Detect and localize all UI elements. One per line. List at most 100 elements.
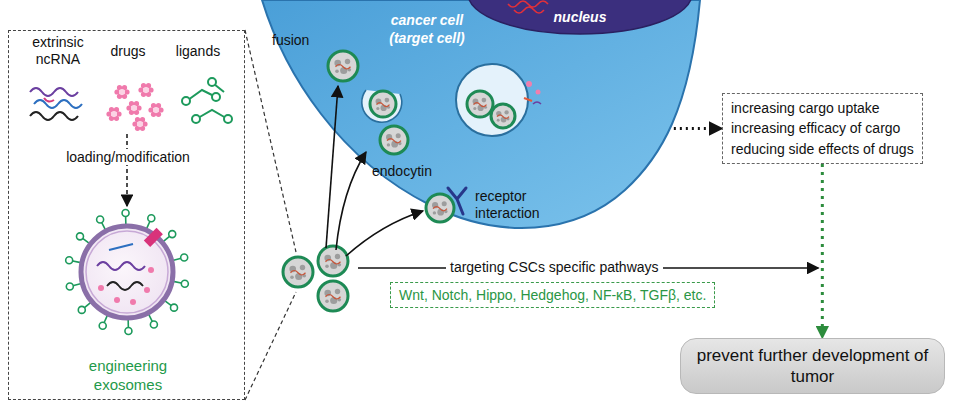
illustration-part [114, 297, 120, 303]
illustration-part [326, 295, 341, 300]
node-text: loading/modification [51, 149, 205, 165]
illustration-part [86, 231, 168, 313]
illustration-part [153, 107, 159, 113]
illustration-part [318, 246, 348, 276]
illustration-part [66, 257, 73, 264]
illustration-part [98, 285, 104, 291]
illustration-part [169, 231, 176, 238]
illustration-part [99, 322, 106, 329]
illustration-part [158, 107, 163, 112]
illustration-part [124, 89, 129, 94]
illustration-part [181, 254, 188, 261]
node-text: Wnt, Notch, Hippo, Hedgehog, NF-κB, TGFβ… [399, 287, 706, 303]
illustration-part [291, 271, 306, 276]
illustration-part [300, 265, 305, 270]
panel-box: extrinsic ncRNA drugs ligands loading/modif… [8, 30, 245, 400]
node-text: reducing side effects of drugs [731, 139, 914, 159]
illustration-part [114, 89, 119, 94]
illustration-part [30, 88, 78, 96]
node-text: prevent further development of tumor [693, 345, 933, 388]
illustration-part [148, 87, 153, 92]
illustration-part [44, 98, 54, 102]
drug-icon [106, 83, 163, 131]
illustration-part [136, 105, 141, 110]
zoom-lines [245, 30, 296, 400]
exosome-icon [318, 281, 348, 311]
outcome-box: prevent further development of tumor [680, 338, 945, 394]
illustration-part [78, 306, 85, 313]
illustration-part [283, 257, 313, 287]
callout-label: fusion [272, 32, 309, 49]
illustration-part [335, 289, 340, 294]
illustration-part [290, 275, 294, 279]
nucleus-outline [468, 0, 692, 34]
loading-arrow [126, 134, 128, 206]
illustration-part [335, 254, 340, 259]
illustration-part [245, 292, 296, 400]
illustration-part [125, 327, 132, 334]
node-text: increasing efficacy of cargo [731, 118, 914, 138]
illustration-part [326, 260, 341, 265]
illustration-part [192, 115, 200, 123]
illustration-part [97, 262, 145, 270]
ligand-icon [182, 78, 232, 123]
illustration-part [30, 112, 78, 120]
illustration-part [325, 264, 329, 268]
illustration-part [212, 93, 220, 101]
illustration-part [97, 216, 104, 223]
effect-box: increasing cargo uptakeincreasing effica… [722, 93, 923, 164]
illustration-part [130, 299, 136, 305]
exosome-cluster [283, 246, 348, 311]
engineered-exosome [66, 210, 189, 335]
callout-label: receptor interaction [475, 188, 555, 222]
illustration-part [66, 283, 73, 290]
illustration-part [119, 89, 125, 95]
ncrna-icon [30, 88, 82, 120]
node-text: extrinsic ncRNA [26, 34, 90, 68]
illustration-part [325, 299, 329, 303]
illustration-part [346, 211, 423, 256]
pathway-box: Wnt, Notch, Hippo, Hedgehog, NF-κB, TGFβ… [390, 282, 715, 308]
illustration-part [181, 280, 188, 287]
illustration-part [76, 233, 83, 240]
illustration-part [116, 111, 121, 116]
illustration-part [34, 100, 82, 108]
illustration-part [318, 281, 348, 311]
node-text: nucleus [468, 9, 692, 25]
illustration-part [171, 304, 178, 311]
node-text: engineering exosomes [68, 357, 188, 395]
illustration-part [182, 97, 190, 105]
node-text: cancer cell (target cell) [374, 12, 480, 47]
illustration-part [81, 226, 173, 318]
illustration-part [131, 105, 137, 111]
illustration-part [208, 78, 216, 86]
node-text: drugs [101, 43, 155, 59]
nucleus-shape: nucleus [468, 0, 692, 36]
connector-arrow [821, 164, 824, 338]
illustration-part [150, 321, 157, 328]
illustration-part [188, 90, 214, 100]
illustration-part [148, 107, 153, 112]
illustration-part [137, 121, 143, 127]
illustration-part [142, 121, 147, 126]
illustration-part [107, 282, 143, 290]
exosome-icon [318, 246, 348, 276]
illustration-part [144, 228, 163, 247]
illustration-part [106, 111, 111, 116]
illustration-part [109, 244, 133, 250]
illustration-part [148, 215, 155, 222]
illustration-part [433, 211, 436, 214]
illustration-part [144, 287, 150, 293]
node-text: ligands [166, 43, 230, 59]
illustration-part [148, 267, 154, 273]
cell-membrane [262, 0, 700, 228]
illustration-part [122, 210, 129, 217]
illustration-part [126, 105, 131, 110]
illustration-part [143, 87, 149, 93]
callout-label: endocytin [372, 163, 432, 180]
illustration-part [132, 121, 137, 126]
callout-label: targeting CSCs specific pathways [446, 259, 663, 276]
illustration-part [224, 115, 232, 123]
node-text: increasing cargo uptake [731, 98, 914, 118]
